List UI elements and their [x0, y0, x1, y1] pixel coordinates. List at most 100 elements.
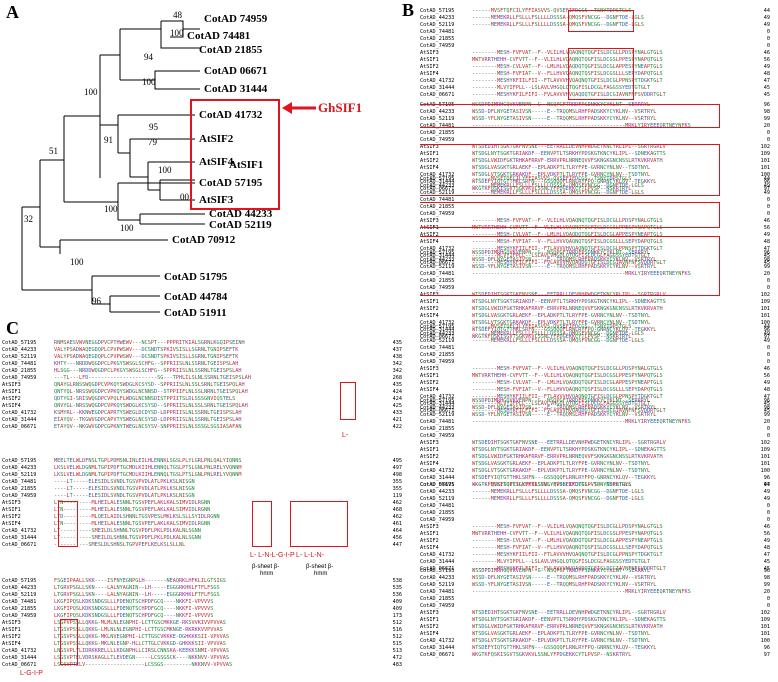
- sequence: WTSDGLVASGKTGRLAEKF--EPLADKPTLTLRYFPE-GV…: [472, 631, 651, 637]
- leaf-label: AtSIF2: [199, 133, 234, 145]
- gene-name: AtSIF1: [420, 617, 439, 623]
- gene-name: CotAD_31444: [2, 655, 37, 661]
- sequence: LTD---------MLQEILAIDLSHNNLTGSVPESLMKLKS…: [54, 514, 220, 520]
- gene-name: AtSIF3: [420, 440, 439, 446]
- leaf-label: CotAD 31444: [204, 83, 268, 95]
- alignment-row: CotAD_41732--------MESHYKFIILFII--FTLAVV…: [420, 78, 770, 85]
- residue-count: 49: [763, 538, 770, 544]
- sequence: WTSDGLVWIDFGKTRHKAFRRVF-ERRVPRLNRNEQVVFS…: [472, 158, 663, 164]
- residue-count: 49: [763, 15, 770, 21]
- sequence: --------MLVYIFPLL--LSLAVLVHGQLQTQGFISLDC…: [472, 401, 651, 407]
- sequence: WTSDGLNYTSGKTGRIAKDF--EENVPTLTSRKHYPDSKG…: [472, 617, 666, 623]
- sequence: ----------------------------------------…: [472, 419, 691, 425]
- sequence: LSGSVPTELVDRSKAGLLTLEVDEGN-----LCSSGSCK-…: [54, 655, 229, 661]
- alignment-row: CotAD_52119------MEMEKRLLFSLLLFSLLLLDSSS…: [420, 338, 770, 345]
- gene-name: CotAD_21855: [420, 278, 455, 284]
- alignment-row: AtSIF2--------MESH-CVLVAT--F--LMLHLVQAQD…: [420, 380, 770, 387]
- gene-name: AtSIF2: [420, 624, 439, 630]
- alignment-row: AtSIF4--------MESH-FVFIAT--V--FLLHVVQAQN…: [420, 545, 770, 552]
- alignment-row: CotAD_57195------MVSFTQFCILYFFIASVVS-QVS…: [420, 176, 770, 183]
- gene-name: CotAD_31444: [420, 645, 455, 651]
- residue-count: 462: [392, 514, 402, 520]
- alignment-row: CotAD_44233------MEMEKRLLFSLLLFSLLLLDSSS…: [420, 183, 770, 190]
- residue-count: 97: [763, 186, 770, 192]
- leaf-label: AtSIF3: [199, 194, 234, 206]
- residue-count: 48: [763, 545, 770, 551]
- alignment-row: CotAD_52119------MEMEKRLLFSLLLFSLLLLDSSS…: [420, 190, 770, 197]
- alignment-row: CotAD_74959---TL---LFD------------------…: [2, 375, 402, 382]
- gene-name: CotAD_74481: [420, 197, 455, 203]
- residue-count: 0: [766, 285, 770, 291]
- sequence: WSSDPDIMRHGQVKVENPN--G--NSQPGFTRRDFPSDNK…: [472, 568, 651, 574]
- sequence: QNAYGLRNSSWQGDPCVPKQYSWDGLKCSYSD--SPPRII…: [54, 382, 245, 388]
- alignment-row: CotAD_06671--------MESHYKFILFIFI--FVLAVV…: [420, 408, 770, 415]
- gene-name: CotAD_74481: [2, 599, 37, 605]
- alignment-row: CotAD_57195------MVSFTQFCILYFFIASVVS-QVS…: [420, 8, 770, 15]
- sequence: LTGSVPSSLLQKKG-LMLNLNLEGNPHI-LCTTGSCMKNG…: [54, 627, 223, 633]
- residue-count: 109: [760, 299, 770, 305]
- motif-box: [420, 202, 720, 228]
- residue-count: 45: [763, 253, 770, 259]
- residue-count: 0: [766, 345, 770, 351]
- sequence: WTSDGLVTSGKTGRKAKDF--EPLVDKPTLTLRYFPE-GV…: [472, 320, 651, 326]
- sequence: WSSD-YFLNYGETASIVSN-----E--TRQQMSLRHFPAD…: [472, 116, 657, 122]
- residue-count: 100: [760, 468, 770, 474]
- gene-name: CotAD_21855: [420, 510, 455, 516]
- residue-count: 483: [392, 662, 402, 668]
- gene-name: CotAD_74481: [420, 271, 455, 277]
- gene-name: CotAD_74959: [420, 137, 455, 143]
- residue-count: 49: [763, 183, 770, 189]
- alignment-row: CotAD_31444--------MLVYIFPLL--LSLAVLVHGQ…: [420, 253, 770, 260]
- sequence: WTSDEFYIQTGTTHKLSRFN---GSSQQQFLRNLRYFPQ-…: [472, 327, 657, 333]
- sequence: WTSDGLNYTSGKTGRIAKDF--EENVPTLTSRKHYPDSKG…: [472, 151, 666, 157]
- sequence: --------MESH-FVFIAT--V--FLLHVVQAQNQTQSFI…: [472, 545, 663, 551]
- bootstrap-value: 32: [24, 214, 33, 224]
- bootstrap-value: 95: [149, 122, 159, 132]
- gene-name: CotAD_57195: [420, 250, 455, 256]
- sequence: LNGSVPLYLIDRKKRELLLLKDGNPHLLCIRSLCNNSKA-…: [54, 648, 229, 654]
- gene-name: CotAD_57195: [2, 458, 37, 464]
- sequence: ----LT-----ELESIDLSVNDLTGSVPVDLATLPKLKSL…: [54, 479, 195, 485]
- residue-count: 47: [763, 552, 770, 558]
- alignment-row: AtSIF1 WTSDGLNYTSGKTGRIAKDF--EENVPTLTSRKH…: [420, 617, 770, 624]
- sequence: LTGRVPSGLLSKN----LALNYAGNIN--LH-----EGGG…: [54, 592, 220, 598]
- sequence: ------MEMEKRLLFSLLLFSLLLLDSSSA-QMQSFVNCG…: [472, 190, 644, 196]
- gene-name: CotAD_21855: [420, 426, 455, 432]
- gene-name: AtSIF4: [2, 641, 21, 647]
- sequence: WSSD-DFLNYGETASIVSN-----E--TRQQMSLRHFPAD…: [472, 257, 657, 263]
- residue-count: 513: [392, 648, 402, 654]
- sequence: ETAYQV--NKGWVGDPCGPKNYTWEGLNCSYSV-SNPPRI…: [54, 424, 242, 430]
- residue-count: 96: [763, 250, 770, 256]
- gene-name: AtSIF3: [420, 366, 439, 372]
- sequence: RNMSAESVWVNEGGDPVCPTHWEWV---NCSPT---PPPR…: [54, 340, 245, 346]
- sequence: WTSDGLNYTSGKTGRIAKDF--EENVPTLTSRKHYPDSKG…: [472, 299, 666, 305]
- alignment-row: CotAD_52119 LTGRVPSGLLSKN----LALNYAGNIN--…: [2, 592, 402, 599]
- sequence: --------MESH-FVFVAT--F--VLILHLVQAQNQTQGF…: [472, 218, 663, 224]
- structure-label: β-sheet β-: [252, 564, 280, 570]
- alignment-row: CotAD_41732--------MESHYKFIILFII--FTLAVV…: [420, 394, 770, 401]
- alignment-block: CotAD_57195------MVSFTQFCILYFFIASVVS-QVS…: [420, 176, 770, 267]
- residue-count: 49: [763, 338, 770, 344]
- residue-count: 99: [763, 412, 770, 418]
- gene-name: AtSIF4: [420, 71, 439, 77]
- gene-name: CotAD_21855: [420, 204, 455, 210]
- gene-name: CotAD_52119: [420, 22, 455, 28]
- gene-name: CotAD_52119: [2, 592, 37, 598]
- structure-label: β-sheet β-: [306, 564, 334, 570]
